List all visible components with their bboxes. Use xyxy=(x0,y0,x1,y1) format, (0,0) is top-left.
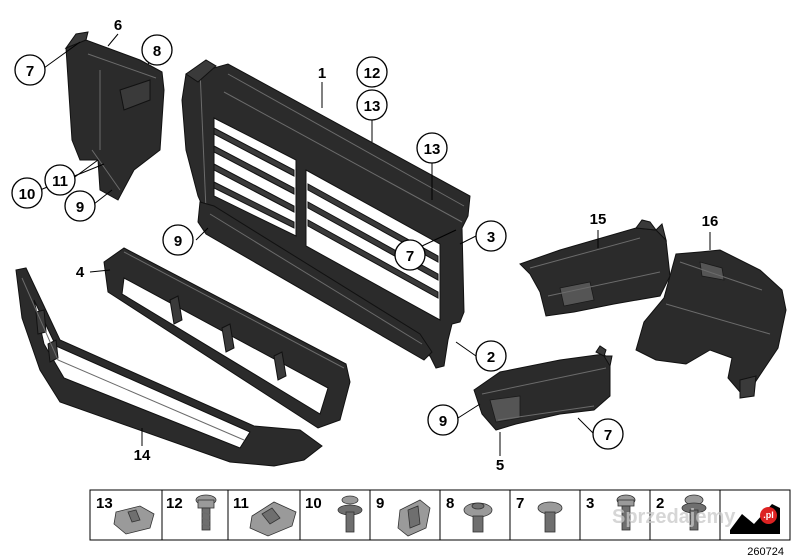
callout-labels: 6 7 8 1 12 13 13 11 10 9 9 7 3 4 15 16 2… xyxy=(19,17,719,474)
legend-label-13: 13 xyxy=(96,495,113,512)
callout-ring-3 xyxy=(475,220,507,252)
legend-cell-12 xyxy=(161,489,229,541)
clip-nut-icon xyxy=(249,501,297,537)
callout-13b: 13 xyxy=(424,141,441,158)
legend-label-9: 9 xyxy=(376,495,384,512)
callout-7a: 7 xyxy=(26,63,34,80)
fastener-legend: 13 12 11 10 9 8 7 3 2 xyxy=(89,489,791,541)
callout-ring-9b xyxy=(162,224,194,256)
plastic-rivet-icon xyxy=(537,501,563,533)
callout-ring-13b xyxy=(416,132,448,164)
part-14-bottom-grille xyxy=(15,267,323,467)
part-4-air-guide xyxy=(103,247,351,429)
callout-6: 6 xyxy=(114,17,122,34)
watermark-text: Sprzedajemy xyxy=(612,506,736,528)
washer-screw-icon xyxy=(337,495,363,533)
callout-ring-7c xyxy=(592,418,624,450)
callout-10: 10 xyxy=(19,186,36,203)
callout-16: 16 xyxy=(702,213,719,230)
push-clip-icon xyxy=(397,499,431,537)
callout-9b: 9 xyxy=(174,233,182,250)
torx-screw-icon xyxy=(616,494,636,531)
part-1-lower-bracket xyxy=(197,201,433,361)
callout-ring-10 xyxy=(11,177,43,209)
callout-11: 11 xyxy=(52,173,68,190)
callout-12: 12 xyxy=(364,65,381,82)
legend-cell-3 xyxy=(579,489,651,541)
callout-15: 15 xyxy=(590,211,607,228)
callout-rings xyxy=(11,34,624,450)
callout-7b: 7 xyxy=(406,248,414,265)
callout-ring-12 xyxy=(356,56,388,88)
part-6-air-duct xyxy=(64,31,165,201)
collar-screw-icon xyxy=(681,494,707,531)
spring-nut-icon xyxy=(113,505,155,535)
callout-13a: 13 xyxy=(364,98,381,115)
callout-4: 4 xyxy=(76,264,85,281)
catalog-number: 260724 xyxy=(747,546,784,558)
callout-ring-13a xyxy=(356,89,388,121)
callout-ring-9c xyxy=(427,404,459,436)
legend-label-12: 12 xyxy=(166,495,183,512)
callout-ring-9a xyxy=(64,190,96,222)
callout-14: 14 xyxy=(134,447,151,464)
callout-7c: 7 xyxy=(604,427,612,444)
callout-2: 2 xyxy=(487,349,495,366)
legend-label-11: 11 xyxy=(233,495,249,512)
watermark-badge: .pl xyxy=(760,507,777,524)
legend-label-7: 7 xyxy=(516,495,524,512)
legend-label-10: 10 xyxy=(305,495,322,512)
part-1-shroud-frame xyxy=(181,59,471,369)
part-15-air-duct xyxy=(519,219,671,317)
callout-ring-8 xyxy=(141,34,173,66)
callout-ring-7a xyxy=(14,54,46,86)
part-16-side-duct xyxy=(635,249,787,399)
callout-ring-11 xyxy=(44,164,76,196)
callout-1: 1 xyxy=(318,65,326,82)
legend-label-2: 2 xyxy=(656,495,664,512)
legend-label-8: 8 xyxy=(446,495,454,512)
legend-label-3: 3 xyxy=(586,495,594,512)
expanding-rivet-icon xyxy=(463,502,493,533)
callout-ring-7b xyxy=(394,239,426,271)
callout-3: 3 xyxy=(487,229,495,246)
legend-cell-10 xyxy=(299,489,371,541)
legend-cell-2 xyxy=(649,489,721,541)
callout-8: 8 xyxy=(153,43,161,60)
part-5-lower-duct xyxy=(473,345,613,431)
callout-9a: 9 xyxy=(76,199,84,216)
callout-5: 5 xyxy=(496,457,504,474)
callout-ring-2 xyxy=(475,340,507,372)
callout-9c: 9 xyxy=(439,413,447,430)
hex-bolt-icon xyxy=(195,494,217,531)
